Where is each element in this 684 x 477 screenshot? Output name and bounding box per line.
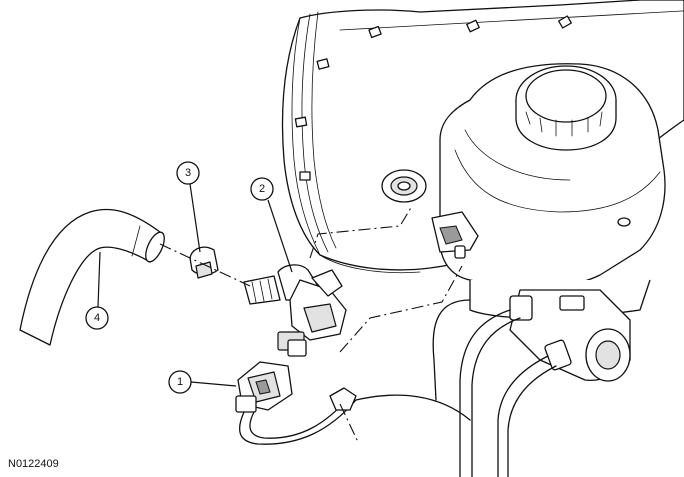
vacuum-hose: [19, 208, 165, 346]
callout-3: 3: [176, 161, 201, 253]
electrical-connector: [235, 361, 471, 445]
callout-4-label: 4: [94, 312, 100, 324]
vacuum-sensor: [243, 264, 347, 357]
master-cylinder-reservoir: [439, 63, 666, 290]
hose-clamp: [189, 246, 219, 279]
callout-1-label: 1: [177, 376, 183, 388]
callout-4: 4: [85, 251, 109, 330]
callout-2: 2: [250, 177, 293, 273]
pressure-switch: [431, 211, 479, 259]
assembly-paths: [159, 205, 463, 443]
master-cylinder-body: [432, 279, 651, 477]
callout-3-label: 3: [185, 167, 191, 179]
callout-1: 1: [168, 370, 237, 394]
figure-reference: N0122409: [8, 458, 59, 470]
callout-2-label: 2: [259, 183, 265, 195]
